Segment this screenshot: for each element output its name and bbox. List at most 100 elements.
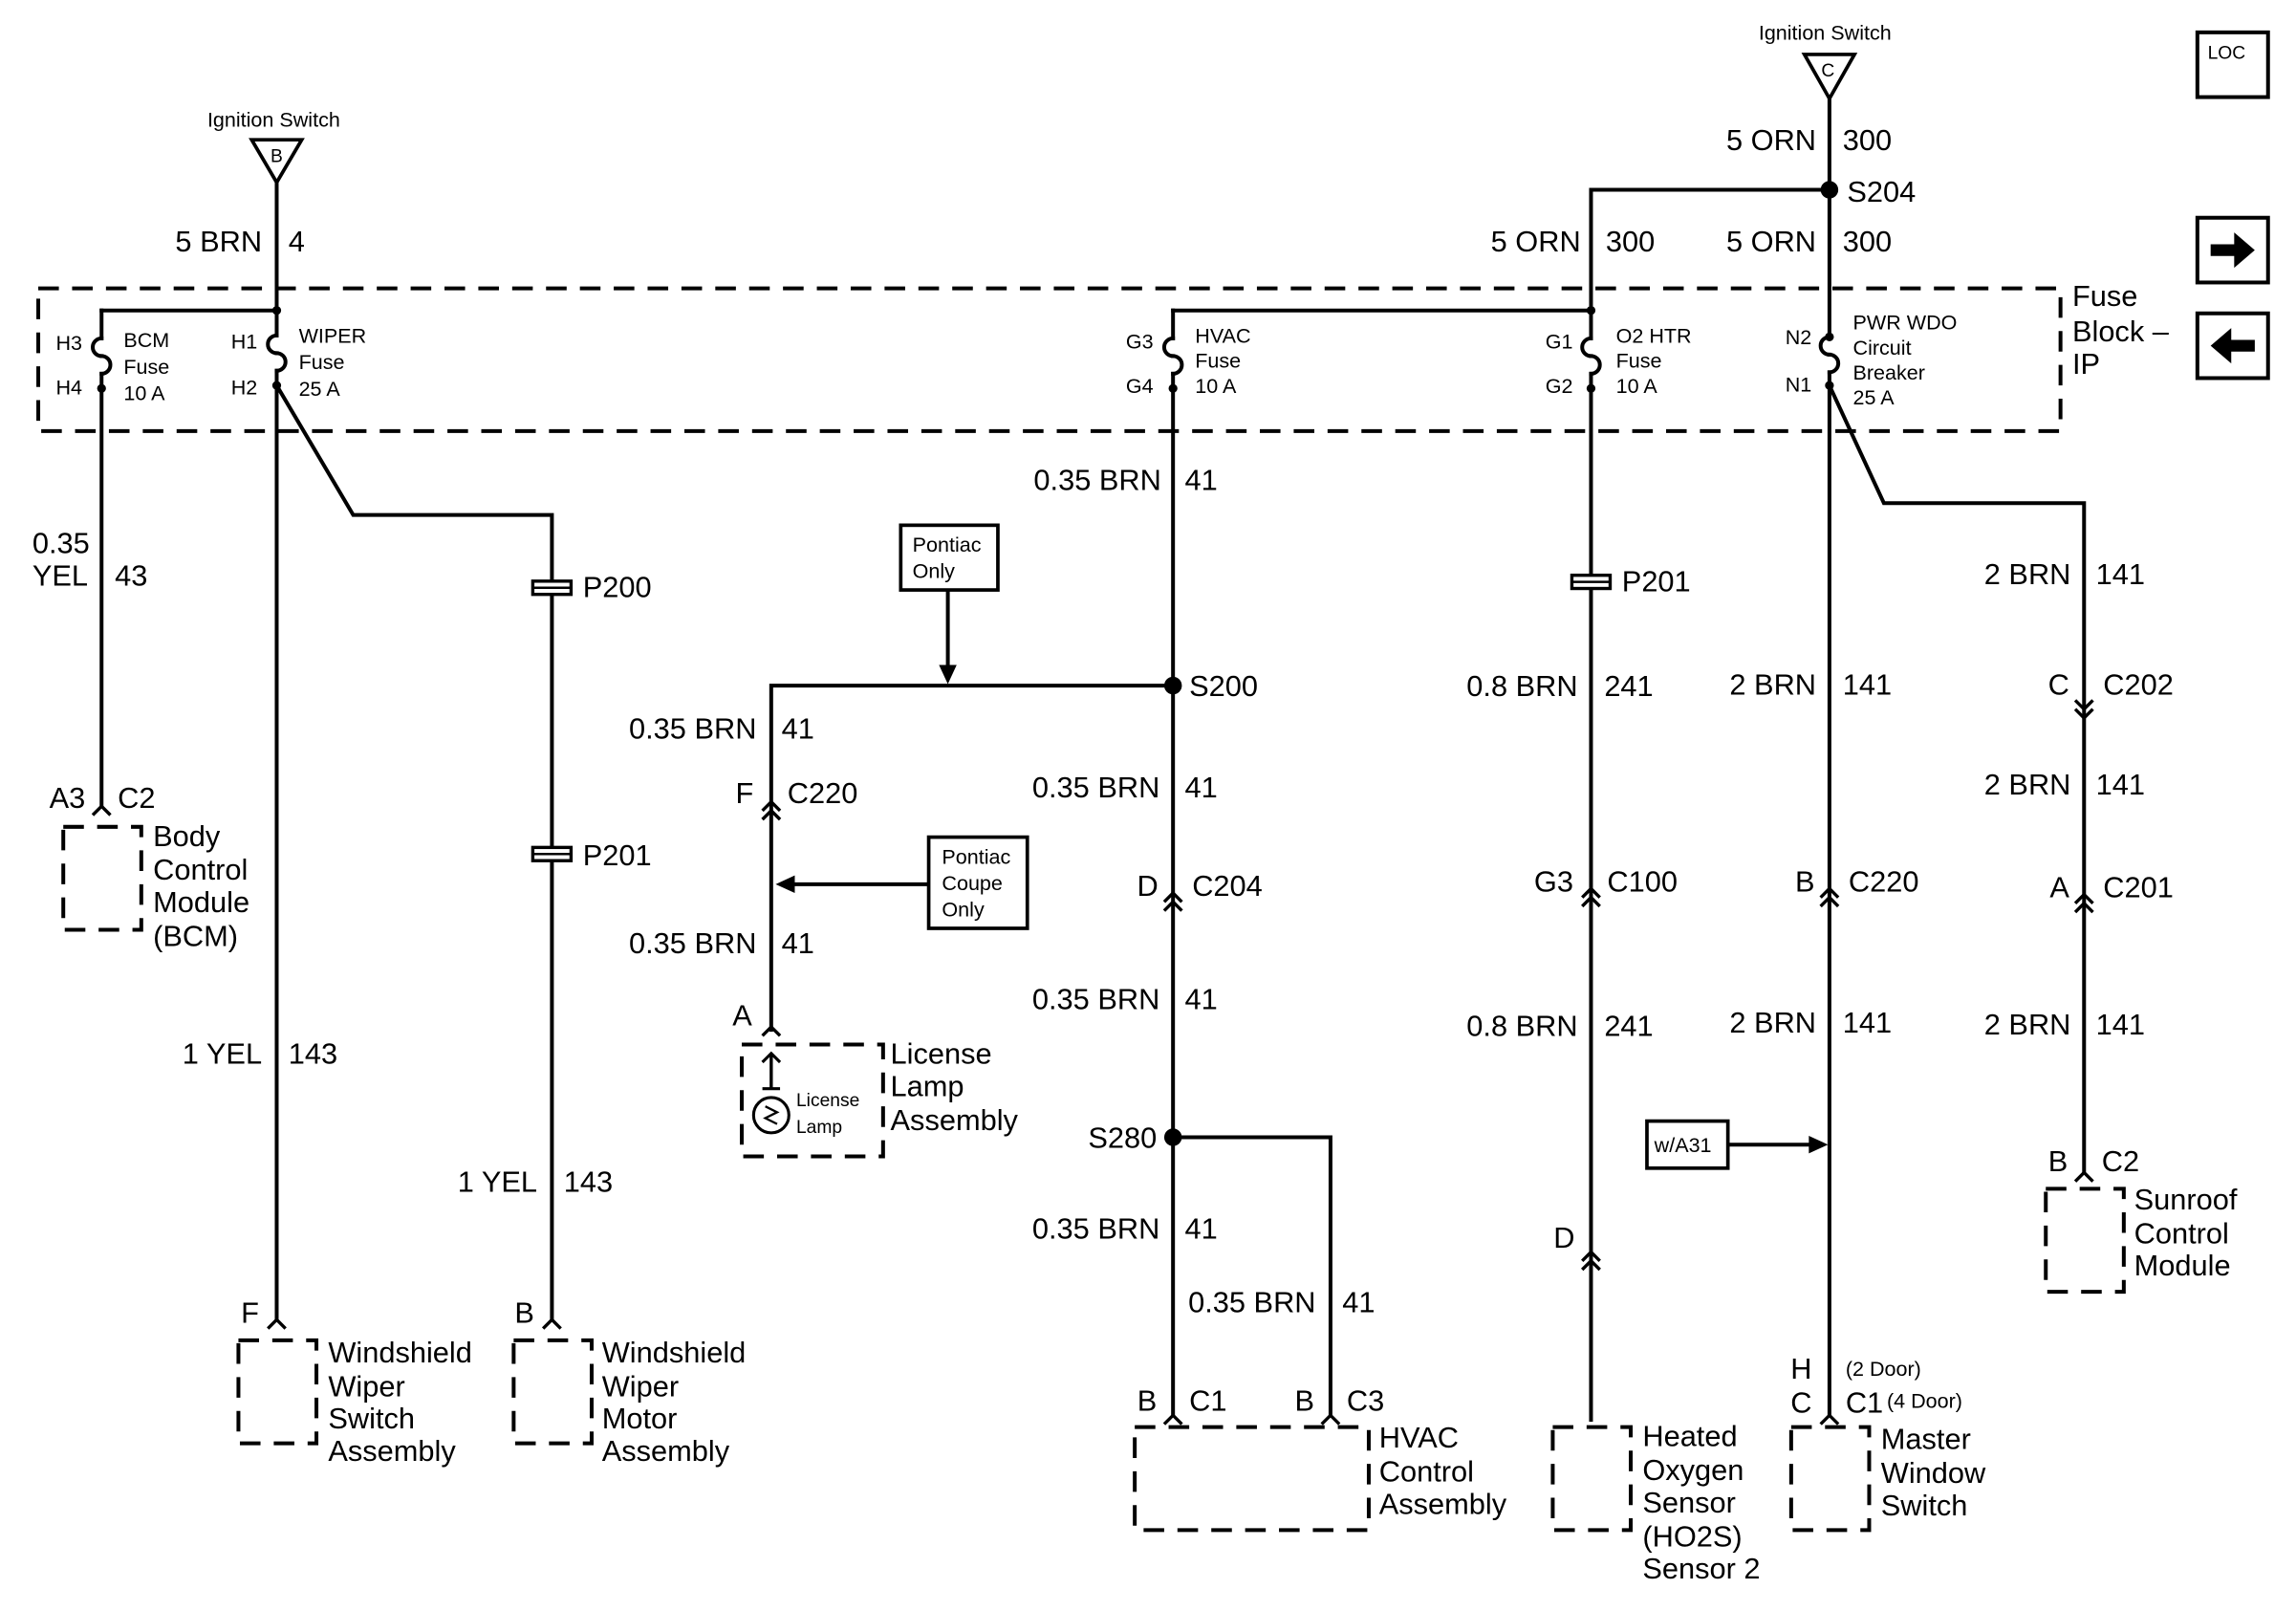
svg-text:241: 241	[1604, 669, 1653, 703]
svg-text:2 BRN: 2 BRN	[1729, 667, 1816, 701]
note-pontiac-coupe-only: Pontiac Coupe Only	[926, 835, 1029, 930]
svg-text:25 A: 25 A	[299, 378, 341, 401]
svg-text:Assembly: Assembly	[328, 1434, 456, 1468]
svg-text:H1: H1	[231, 331, 258, 354]
svg-text:41: 41	[1184, 771, 1217, 804]
svg-text:Sunroof: Sunroof	[2134, 1183, 2238, 1216]
component-hvac-control: HVAC Control Assembly	[1133, 1421, 1507, 1533]
svg-text:P200: P200	[583, 571, 652, 604]
svg-text:0.35 BRN: 0.35 BRN	[1032, 771, 1159, 804]
svg-text:Sensor 2: Sensor 2	[1642, 1552, 1760, 1585]
svg-text:0.35 BRN: 0.35 BRN	[629, 711, 756, 745]
svg-text:C204: C204	[1192, 869, 1263, 903]
svg-text:5 BRN: 5 BRN	[175, 225, 262, 258]
svg-text:300: 300	[1606, 225, 1655, 258]
svg-text:1 YEL: 1 YEL	[183, 1037, 262, 1071]
svg-text:Pontiac: Pontiac	[913, 533, 982, 556]
svg-text:Fuse: Fuse	[123, 356, 169, 379]
svg-text:Master: Master	[1881, 1423, 1971, 1456]
svg-text:C100: C100	[1607, 865, 1678, 899]
fuse-pwr-wdo: N2 N1 PWR WDO Circuit Breaker 25 A	[1786, 312, 1958, 409]
svg-text:Wiper: Wiper	[328, 1369, 404, 1403]
svg-text:143: 143	[289, 1037, 337, 1071]
svg-text:B: B	[271, 146, 283, 166]
next-page-arrow-icon[interactable]	[2195, 215, 2270, 285]
ignition-switch-c: Ignition Switch C	[1759, 22, 1892, 102]
svg-text:License: License	[891, 1037, 992, 1071]
svg-text:41: 41	[1184, 983, 1217, 1016]
svg-text:Body: Body	[153, 819, 221, 853]
svg-text:Control: Control	[1379, 1455, 1474, 1489]
svg-text:Fuse: Fuse	[1195, 350, 1241, 373]
svg-text:H3: H3	[56, 332, 83, 355]
svg-text:C: C	[1821, 61, 1834, 81]
svg-text:Pontiac: Pontiac	[942, 845, 1010, 868]
prev-page-arrow-icon[interactable]	[2195, 311, 2270, 381]
svg-text:0.35 BRN: 0.35 BRN	[1033, 463, 1160, 496]
svg-text:2 BRN: 2 BRN	[1984, 1008, 2071, 1041]
svg-text:w/A31: w/A31	[1654, 1134, 1712, 1157]
fuse-terminals	[97, 306, 1834, 393]
svg-text:D: D	[1553, 1221, 1574, 1254]
svg-text:0.35 BRN: 0.35 BRN	[629, 926, 756, 960]
connector-chevrons	[91, 699, 2094, 1426]
svg-text:G3: G3	[1534, 865, 1573, 899]
svg-text:P201: P201	[1622, 565, 1691, 599]
svg-text:141: 141	[1843, 1006, 1892, 1039]
fuse-bcm: H3 H4 BCM Fuse 10 A	[56, 329, 170, 404]
svg-text:C220: C220	[1849, 865, 1919, 899]
svg-text:Ignition Switch: Ignition Switch	[207, 108, 340, 131]
svg-text:Switch: Switch	[328, 1402, 415, 1435]
svg-text:0.35: 0.35	[32, 527, 90, 560]
svg-text:C2: C2	[118, 781, 155, 815]
svg-text:C1: C1	[1189, 1384, 1226, 1418]
svg-text:Module: Module	[2134, 1249, 2231, 1282]
svg-text:B: B	[1137, 1384, 1158, 1418]
svg-text:H: H	[1790, 1352, 1811, 1385]
svg-text:G2: G2	[1546, 375, 1573, 398]
svg-text:G4: G4	[1126, 375, 1154, 398]
svg-text:Block –: Block –	[2072, 315, 2170, 348]
svg-text:Lamp: Lamp	[796, 1118, 842, 1138]
note-w-a31: w/A31	[1645, 1119, 1730, 1170]
svg-text:WIPER: WIPER	[299, 325, 367, 348]
svg-text:Ignition Switch: Ignition Switch	[1759, 22, 1892, 45]
svg-text:Module: Module	[153, 885, 249, 919]
svg-text:HVAC: HVAC	[1379, 1421, 1459, 1454]
svg-text:Windshield: Windshield	[602, 1336, 747, 1369]
svg-text:B: B	[2048, 1144, 2069, 1178]
svg-text:O2 HTR: O2 HTR	[1616, 325, 1692, 348]
svg-text:0.8 BRN: 0.8 BRN	[1466, 669, 1577, 703]
svg-text:Assembly: Assembly	[891, 1103, 1019, 1137]
svg-text:A3: A3	[50, 781, 86, 815]
svg-text:Windshield: Windshield	[328, 1336, 472, 1369]
svg-text:C: C	[1790, 1385, 1811, 1419]
svg-text:Motor: Motor	[602, 1402, 678, 1435]
svg-text:C2: C2	[2102, 1144, 2139, 1178]
svg-text:(BCM): (BCM)	[153, 919, 238, 952]
svg-text:BCM: BCM	[123, 329, 169, 352]
svg-text:41: 41	[1184, 463, 1217, 496]
svg-text:Heated: Heated	[1642, 1420, 1737, 1453]
wire-labels: 5 BRN 4 5 ORN 300 5 ORN 300 5 ORN 300 0.…	[32, 123, 2145, 1319]
svg-text:Control: Control	[153, 853, 248, 886]
svg-text:C202: C202	[2103, 667, 2174, 701]
connector-labels: A3 C2 F C220 D C204 G3 C100 B C220 C C20…	[50, 667, 2174, 1419]
svg-text:G3: G3	[1126, 331, 1154, 354]
svg-text:YEL: YEL	[32, 558, 88, 592]
pass-through-symbols	[531, 573, 1613, 862]
svg-text:Circuit: Circuit	[1853, 337, 1912, 359]
component-bcm: Body Control Module (BCM)	[61, 819, 249, 952]
loc-box: LOC	[2195, 30, 2270, 99]
svg-text:141: 141	[2096, 557, 2145, 591]
svg-text:10 A: 10 A	[123, 382, 165, 405]
svg-text:C1: C1	[1846, 1385, 1883, 1419]
svg-text:LOC: LOC	[2208, 44, 2246, 64]
svg-text:241: 241	[1604, 1009, 1653, 1042]
svg-text:5 ORN: 5 ORN	[1726, 123, 1816, 157]
svg-text:141: 141	[2096, 768, 2145, 801]
svg-text:0.35 BRN: 0.35 BRN	[1188, 1286, 1315, 1319]
svg-text:C3: C3	[1347, 1384, 1384, 1418]
svg-text:10 A: 10 A	[1616, 375, 1658, 398]
